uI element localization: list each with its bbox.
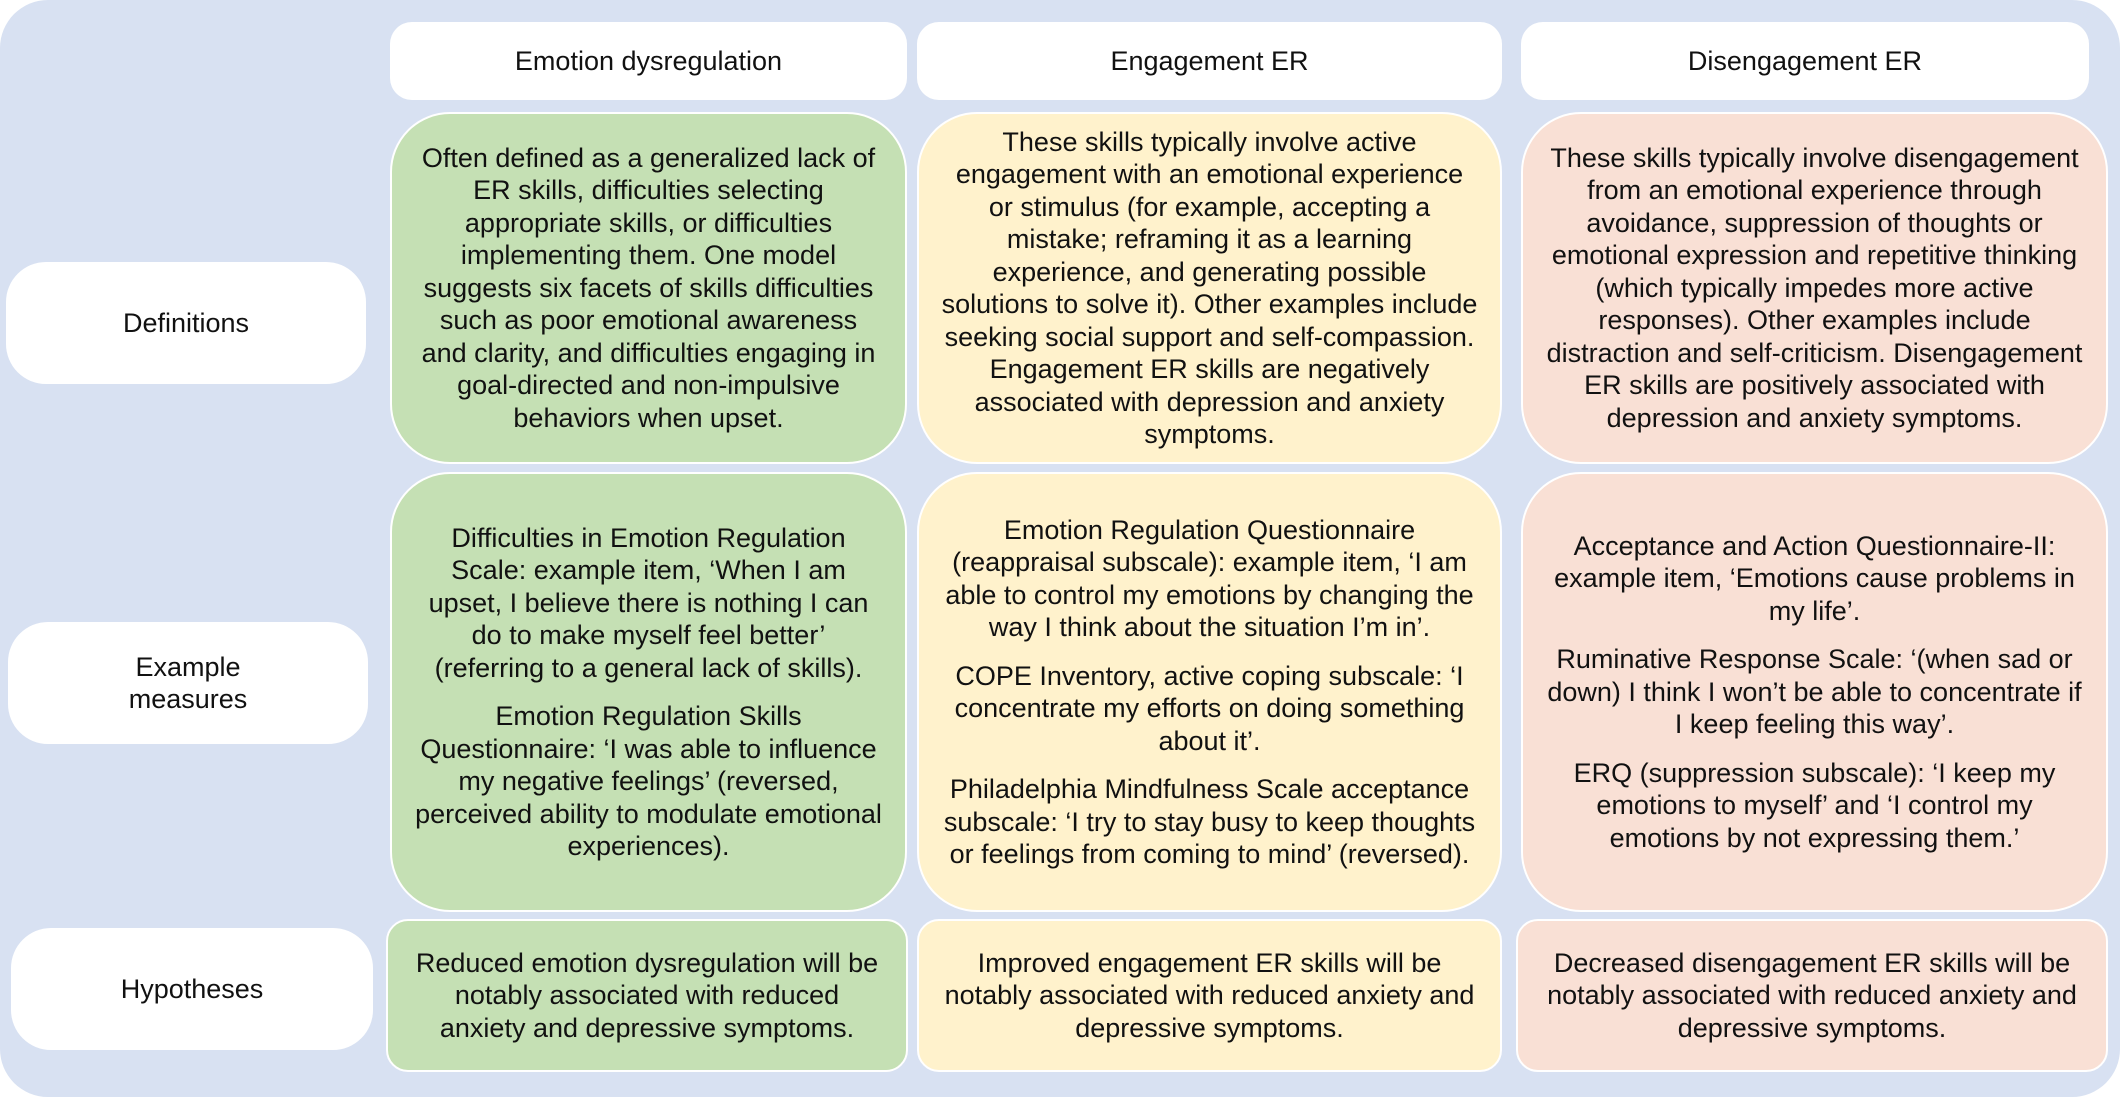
hypothesis-dysregulation: Reduced emotion dysregulation will be no… xyxy=(386,919,908,1072)
definition-dysregulation-text: Often defined as a generalized lack of E… xyxy=(421,142,876,433)
measures-engagement: Emotion Regulation Questionnaire (reappr… xyxy=(917,472,1502,912)
hypothesis-disengagement: Decreased disengagement ER skills will b… xyxy=(1516,919,2108,1072)
row-label-example-measures-line2: measures xyxy=(128,684,248,714)
definition-engagement: These skills typically involve active en… xyxy=(917,112,1502,464)
definition-disengagement-text: These skills typically involve disengage… xyxy=(1546,142,2083,433)
definition-dysregulation: Often defined as a generalized lack of E… xyxy=(390,112,907,464)
row-label-hypotheses: Hypotheses xyxy=(11,928,373,1050)
hypothesis-engagement: Improved engagement ER skills will be no… xyxy=(917,919,1502,1072)
row-label-example-measures-line1: Example xyxy=(135,651,241,682)
measure-item: COPE Inventory, active coping subscale: … xyxy=(954,660,1465,756)
measure-item: Emotion Regulation Questionnaire (reappr… xyxy=(945,514,1474,643)
measures-disengagement: Acceptance and Action Questionnaire-II: … xyxy=(1521,472,2108,912)
measure-item: Emotion Regulation Skills Questionnaire:… xyxy=(415,701,882,861)
measures-dysregulation: Difficulties in Emotion Regulation Scale… xyxy=(390,472,907,912)
column-header-dysregulation: Emotion dysregulation xyxy=(390,22,907,100)
hypothesis-engagement-text: Improved engagement ER skills will be no… xyxy=(944,947,1475,1043)
definition-engagement-text: These skills typically involve active en… xyxy=(941,126,1478,450)
hypothesis-dysregulation-text: Reduced emotion dysregulation will be no… xyxy=(415,947,879,1043)
row-label-definitions: Definitions xyxy=(6,262,366,384)
column-header-engagement: Engagement ER xyxy=(917,22,1502,100)
definition-disengagement: These skills typically involve disengage… xyxy=(1521,112,2108,464)
measure-item: ERQ (suppression subscale): ‘I keep my e… xyxy=(1573,757,2056,853)
hypothesis-disengagement-text: Decreased disengagement ER skills will b… xyxy=(1547,947,2077,1043)
measure-item: Ruminative Response Scale: ‘(when sad or… xyxy=(1547,644,2082,740)
column-header-disengagement: Disengagement ER xyxy=(1521,22,2089,100)
measure-item: Acceptance and Action Questionnaire-II: … xyxy=(1554,530,2075,626)
measure-item: Philadelphia Mindfulness Scale acceptanc… xyxy=(943,774,1476,869)
row-label-example-measures: Example measures xyxy=(8,622,368,744)
measure-item: Difficulties in Emotion Regulation Scale… xyxy=(428,522,869,683)
